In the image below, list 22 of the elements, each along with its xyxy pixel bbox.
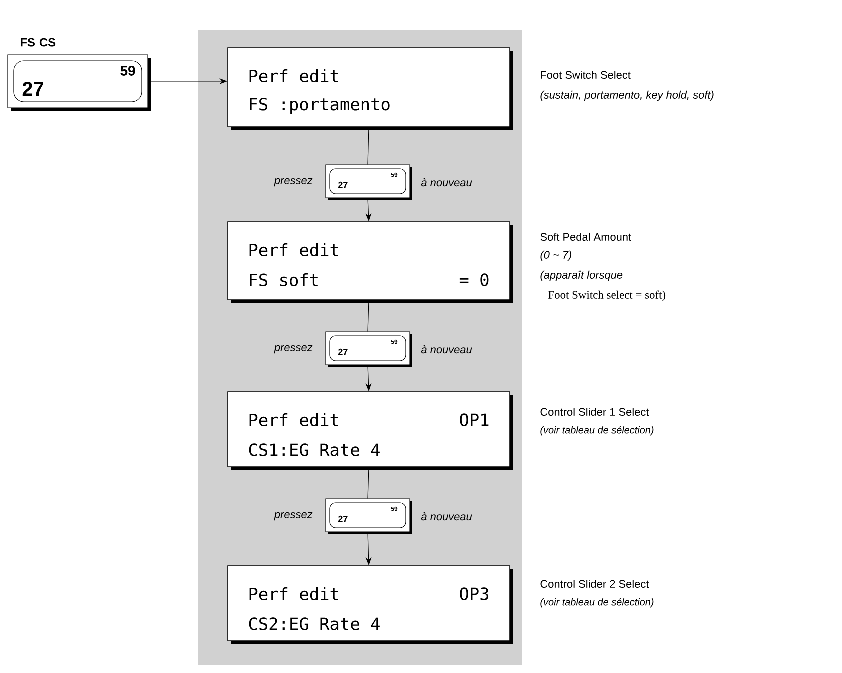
side-note: (voir tableau de sélection) <box>540 426 654 436</box>
side-note: à nouveau <box>421 512 472 521</box>
side-note: à nouveau <box>421 345 472 354</box>
lcd-display: Perf edit OP1 CS1:EG Rate 4 <box>228 392 513 470</box>
side-note: (voir tableau de sélection) <box>540 598 654 608</box>
side-note: (sustain, portamento, key hold, soft) <box>540 90 714 102</box>
side-note: pressez <box>274 345 313 354</box>
side-note: pressez <box>274 178 313 187</box>
side-note: Soft Pedal Amount <box>540 232 632 242</box>
key-button: FS CS 59 27 <box>8 38 151 111</box>
lcd-display: Perf edit FS :portamento <box>228 48 513 130</box>
node-label: FS CS <box>20 38 56 47</box>
side-note: Foot Switch Select <box>541 70 631 80</box>
side-note: (0 ~ 7) <box>540 250 572 262</box>
side-note: (apparaît lorsque <box>540 270 623 282</box>
side-note: Control Slider 2 Select <box>540 580 650 588</box>
lcd-display: Perf edit FS soft = 0 <box>228 222 513 303</box>
side-note: pressez <box>274 512 313 521</box>
side-note: Control Slider 1 Select <box>540 408 650 416</box>
side-note: à nouveau <box>421 178 472 187</box>
lcd-display: Perf edit OP3 CS2:EG Rate 4 <box>228 566 513 644</box>
side-note: Foot Switch select = soft) <box>548 290 666 302</box>
